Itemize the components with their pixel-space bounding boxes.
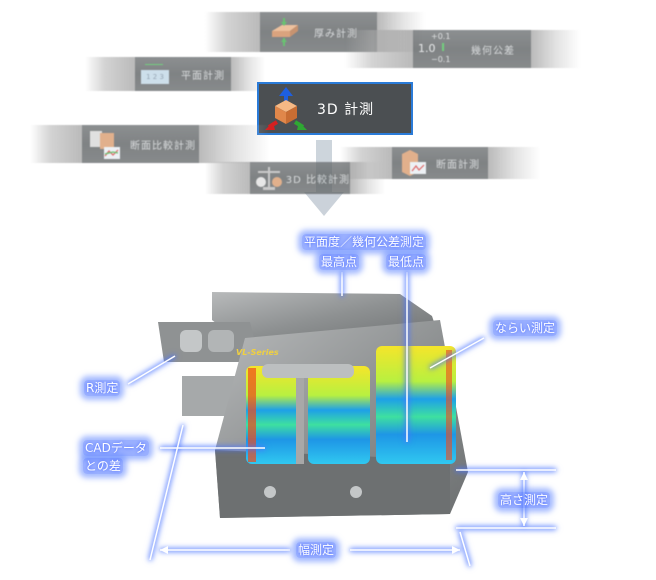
menu-box: 断面計測 (392, 147, 488, 179)
menu-label: 3D 比較計測 (285, 174, 350, 186)
balance-scale-icon (256, 167, 282, 190)
menu-box: 3D 比較計測 (250, 162, 350, 194)
menu-box: 断面比較計測 (82, 125, 199, 163)
green-bar-icon: I (441, 41, 446, 54)
menu-item-3d-compare[interactable]: 3D 比較計測 (205, 162, 385, 194)
menu-label: 断面比較計測 (130, 140, 196, 152)
callout-width-measure: 幅測定 (296, 542, 337, 558)
tolerance-plus: +0.1 (431, 32, 451, 41)
menu-item-section-compare[interactable]: 断面比較計測 (30, 125, 270, 163)
flat-measure-icon: 1 2 3 (141, 60, 171, 88)
section-profile-icon (402, 150, 426, 176)
motion-streak (488, 147, 540, 179)
brand-label: VL-Series (236, 348, 279, 357)
callout-cad-diff-line2: との差 (83, 458, 123, 474)
motion-streak (85, 57, 135, 91)
motion-streak (350, 162, 385, 194)
callout-lowest-point: 最低点 (386, 254, 427, 270)
motion-streak (205, 162, 250, 194)
motion-streak (345, 30, 413, 68)
tolerance-nominal: 1.0 (418, 42, 436, 55)
callout-highest-point: 最高点 (319, 254, 360, 270)
menu-item-3d-selected[interactable]: 3D 計測 (257, 82, 413, 135)
menu-item-flat[interactable]: 1 2 3 平面計測 (85, 57, 265, 91)
menu-label: 断面計測 (436, 159, 480, 171)
menu-box: +0.1 1.0 I −0.1 幾何公差 (413, 30, 531, 68)
callout-cad-diff-line1: CADデータ (83, 440, 149, 456)
menu-item-geometric-tolerance[interactable]: +0.1 1.0 I −0.1 幾何公差 (345, 30, 580, 68)
menu-label: 3D 計測 (317, 101, 375, 118)
thickness-icon (272, 18, 298, 46)
callout-profile-measure: ならい測定 (493, 320, 558, 336)
motion-streak (30, 125, 82, 163)
motion-streak (531, 30, 580, 68)
section-compare-icon (90, 131, 120, 159)
menu-label: 幾何公差 (471, 45, 515, 57)
menu-label: 厚み計測 (314, 28, 358, 40)
tolerance-icon: +0.1 1.0 I −0.1 (417, 30, 463, 68)
menu-label: 平面計測 (181, 70, 225, 82)
tolerance-minus: −0.1 (431, 55, 451, 64)
motion-streak (199, 125, 270, 163)
3d-axes-cube-icon (265, 87, 307, 130)
measured-part-image: VL-Series (158, 292, 468, 518)
callout-flatness: 平面度／幾何公差測定 (302, 234, 427, 250)
callout-radius-measure: R測定 (84, 380, 121, 396)
motion-streak (205, 12, 260, 52)
callout-height-measure: 高さ測定 (498, 492, 551, 508)
menu-box: 1 2 3 平面計測 (135, 57, 231, 91)
